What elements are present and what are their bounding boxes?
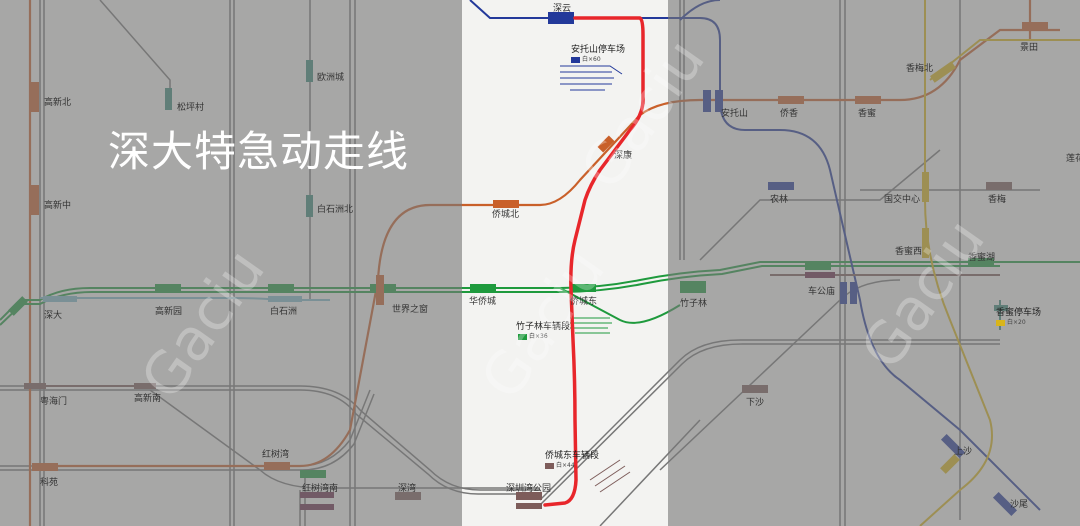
station-label-gaoxinnan: 高新南 (134, 394, 162, 404)
depot-meta-xiangmi: 白×20 (996, 317, 1026, 326)
depot-label-antuoshan: 安托山停车场 (571, 45, 626, 55)
station-label-xiangmeibei: 香梅北 (906, 64, 934, 74)
station-label-songpingcun: 松坪村 (177, 103, 205, 113)
station-label-hongshuwan: 红树湾 (262, 450, 290, 460)
station-label-jingtian: 景田 (1020, 43, 1039, 53)
station-label-shenkang: 深康 (614, 151, 633, 161)
depot-capacity-zhuzilin: 白×36 (529, 333, 548, 340)
depot-label-xiangmi: 香蜜停车场 (996, 308, 1042, 318)
station-label-chegongmiao: 车公庙 (808, 287, 836, 297)
station-label-gaoxinzhong: 高新中 (44, 201, 72, 211)
station-label-gaoxinbei: 高新北 (44, 98, 72, 108)
station-label-shenzhenwangongyuan: 深圳湾公园 (506, 484, 552, 494)
station-label-xiangmihuxi: 香蜜西 (895, 247, 923, 257)
station-label-qiaoxiang: 侨香 (780, 109, 799, 119)
depot-capacity-qiaochengdong: 白×44 (556, 462, 575, 469)
station-label-shenwan: 深湾 (398, 484, 417, 494)
station-label-shenyun: 深云 (553, 4, 572, 14)
station-label-gaoxinyuan: 高新园 (155, 307, 183, 317)
station-label-qiaochengbei: 侨城北 (492, 210, 520, 220)
station-label-shenda: 深大 (44, 311, 63, 321)
depot-yard-tracks (560, 65, 623, 91)
station-label-xiangmihu: 香蜜湖 (968, 253, 996, 263)
station-label-hongshuwannan: 红树湾南 (302, 484, 339, 494)
station-label-yuehaimen: 粤海门 (40, 397, 68, 407)
station-label-shangsha: 上沙 (954, 447, 973, 457)
station-label-huaqiaocheng: 华侨城 (469, 297, 497, 307)
station-label-xiangmi: 香蜜 (858, 109, 877, 119)
station-label-shawei: 沙尾 (1010, 500, 1029, 510)
station-label-baishizhou: 白石洲 (270, 307, 298, 317)
station-label-zhuzilin: 竹子林 (680, 299, 708, 309)
depot-meta-antuoshan: 白×60 (571, 54, 601, 63)
station-label-qiaochengdong: 侨城东 (570, 297, 598, 307)
station-label-nonglin: 农林 (770, 195, 789, 205)
emergency-route-line (543, 16, 645, 507)
zhuzilin-yard-tracks (570, 317, 612, 334)
station-label-guojiaozhongxin: 国交中心 (884, 195, 921, 205)
depot-meta-zhuzilin: 白×36 (518, 331, 548, 340)
depot-meta-qiaochengdong: 白×44 (545, 460, 575, 469)
depot-label-qiaochengdong: 侨城东车辆段 (545, 451, 600, 461)
station-label-xiangmei: 香梅 (988, 195, 1007, 205)
qiaochengdong-yard-tracks (589, 459, 631, 493)
station-label-lianhua: 莲花 (1066, 154, 1080, 164)
station-label-kexuan: 科苑 (40, 478, 59, 488)
depot-capacity-antuoshan: 白×60 (582, 56, 601, 63)
station-label-baishizhoubei: 白石洲北 (317, 205, 354, 215)
depot-label-zhuzilin: 竹子林车辆段 (516, 322, 571, 332)
station-label-xiasha: 下沙 (746, 398, 765, 408)
station-label-ouzhoucheng: 欧洲城 (317, 73, 345, 83)
depot-capacity-xiangmi: 白×20 (1007, 319, 1026, 326)
station-label-antuoshan: 安托山 (721, 109, 749, 119)
page-title: 深大特急动走线 (108, 127, 410, 176)
station-label-shijiezhichuang: 世界之窗 (392, 305, 429, 315)
